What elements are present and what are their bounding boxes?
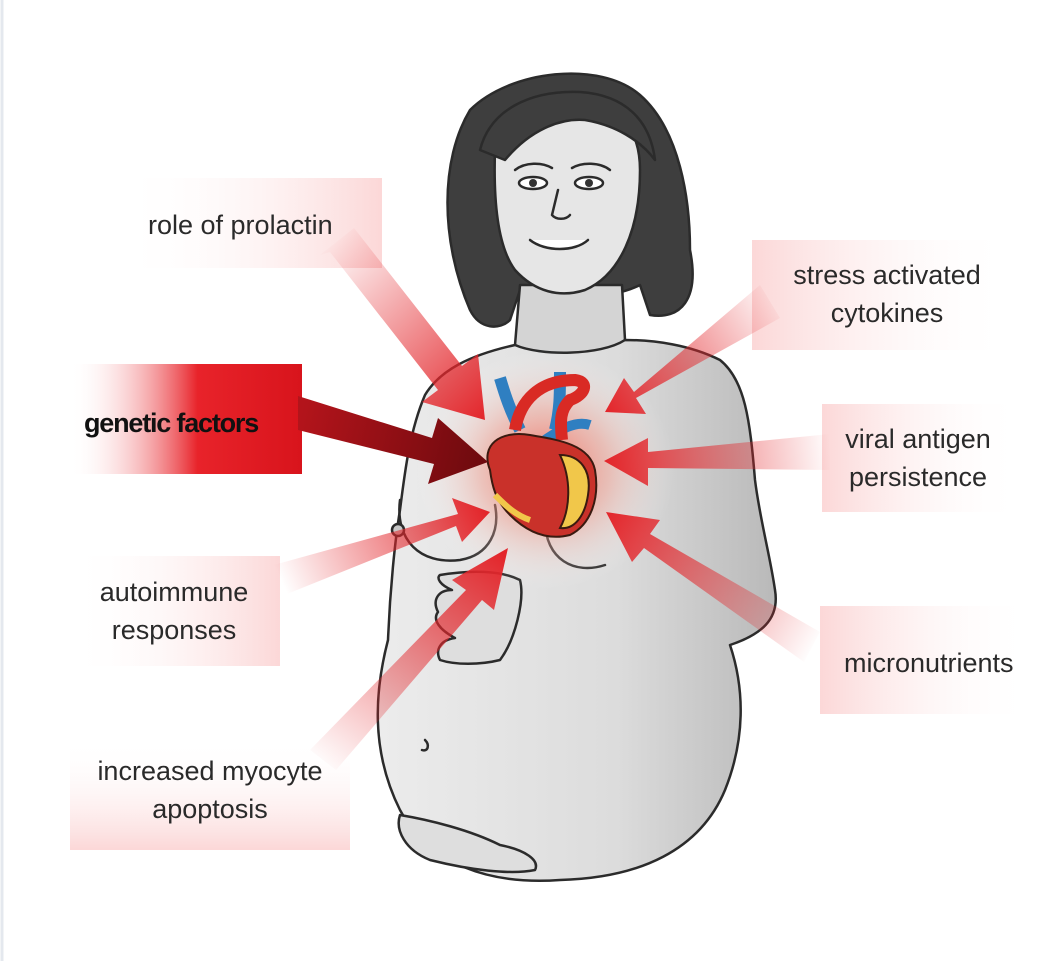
label-micronutrients: micronutrients [844,644,1014,682]
label-genetic-factors: genetic factors [84,404,258,442]
label-stress-activated-cytokines: stress activated cytokines [784,256,990,332]
label-viral-antigen-persistence: viral antigen persistence [838,420,998,496]
label-autoimmune-responses: autoimmune responses [84,573,264,649]
label-line: increased myocyte [80,752,340,790]
label-text: role of prolactin [148,206,333,244]
label-role-of-prolactin: role of prolactin [148,206,333,244]
label-text: micronutrients [844,644,1014,682]
label-line: apoptosis [80,790,340,828]
label-line: cytokines [784,294,990,332]
label-line: persistence [838,458,998,496]
label-line: viral antigen [838,420,998,458]
label-text: genetic factors [84,404,258,442]
label-line: responses [84,611,264,649]
label-line: stress activated [784,256,990,294]
label-line: autoimmune [84,573,264,611]
label-increased-myocyte-apoptosis: increased myocyte apoptosis [80,752,340,828]
